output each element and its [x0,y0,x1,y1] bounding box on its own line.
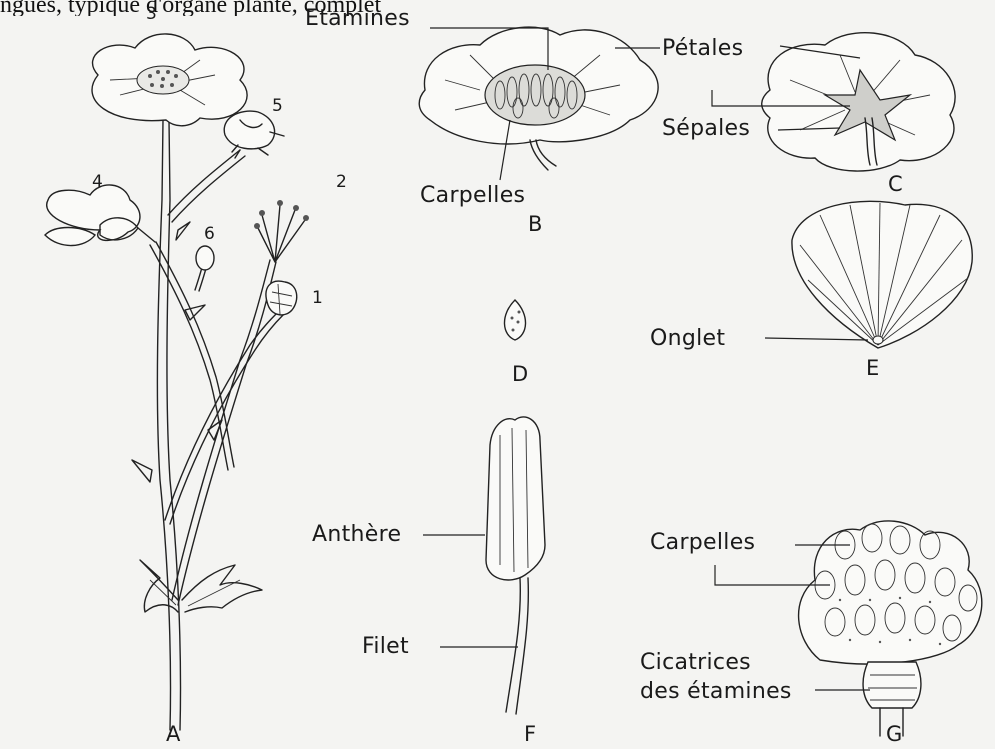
figure-f-stamen [423,417,545,714]
label-carpelles-g: Carpelles [650,530,755,555]
flower-number-4: 4 [92,172,103,192]
label-cicatrices-line2: des étamines [640,679,792,704]
letter-b: B [528,212,543,236]
letter-g: G [886,722,903,746]
letter-a: A [166,722,181,746]
label-anthere: Anthère [312,522,401,547]
flower-number-5: 5 [272,96,283,116]
flower-number-2: 2 [336,172,347,192]
label-sepales: Sépales [662,116,750,141]
figure-e-petal [765,201,972,348]
figure-d-carpel [504,300,525,340]
letter-e: E [866,356,880,380]
label-etamines: Etamines [305,6,410,31]
label-petales: Pétales [662,36,743,61]
letter-c: C [888,172,903,196]
letter-d: D [512,362,528,386]
letter-f: F [524,722,536,746]
label-onglet: Onglet [650,326,725,351]
figure-c-flower-underside [712,33,955,171]
figure-b-flower [419,27,660,180]
label-cicatrices-line1: Cicatrices [640,650,751,675]
flower-number-1: 1 [312,288,323,308]
label-filet: Filet [362,634,409,659]
flower-number-3: 3 [146,4,157,24]
figure-a-plant [45,34,309,730]
label-carpelles-b: Carpelles [420,183,525,208]
flower-number-6: 6 [204,224,215,244]
